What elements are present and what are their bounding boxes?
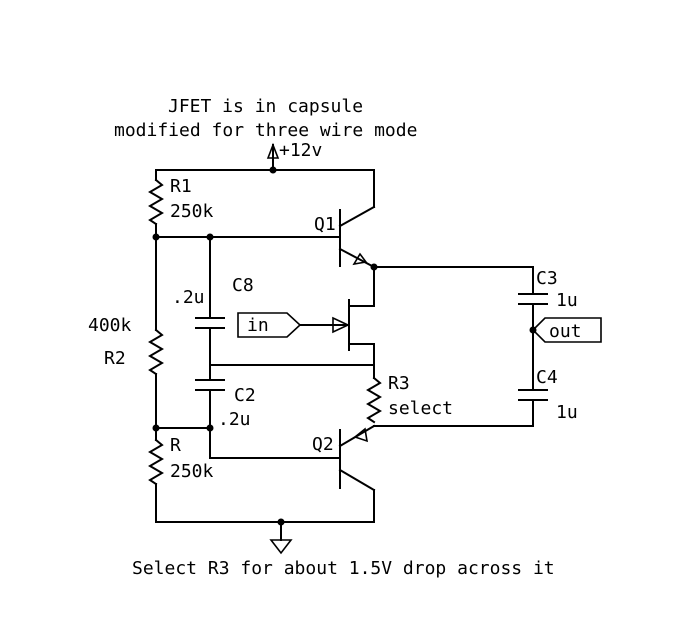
c2-value: .2u [218, 409, 251, 430]
c8-value: .2u [172, 287, 205, 308]
q2-label: Q2 [312, 434, 334, 455]
supply-label: +12v [279, 140, 322, 161]
ground-icon [269, 539, 293, 555]
c3-value: 1u [556, 290, 578, 311]
r1-name: R1 [170, 176, 192, 197]
q1-emitter-node [370, 263, 534, 307]
r-name: R [170, 435, 181, 456]
c4-name: C4 [536, 367, 558, 388]
resistor-r1 [148, 169, 164, 238]
top-rail [155, 166, 375, 208]
supply-symbol [266, 142, 280, 169]
input-port-label: in [247, 315, 269, 336]
c3-name: C3 [536, 268, 558, 289]
r-value: 250k [170, 461, 214, 482]
c4-value: 1u [556, 402, 578, 423]
q1-label: Q1 [314, 214, 336, 235]
r2-name: R2 [104, 348, 126, 369]
input-port [237, 312, 302, 338]
capacitor-c3 [518, 266, 548, 391]
resistor-r3 [366, 364, 382, 424]
transistor-q1 [338, 205, 376, 269]
selection-note: Select R3 for about 1.5V drop across it [132, 558, 555, 579]
output-port-label: out [549, 321, 582, 342]
resistor-r2 [148, 236, 164, 429]
r2-value: 400k [88, 315, 132, 336]
capacitor-c2 [195, 364, 225, 459]
title-line-1: JFET is in capsule [168, 96, 363, 117]
capacitor-c4 [518, 389, 548, 427]
r3-value: select [388, 398, 453, 419]
bottom-rail [155, 489, 375, 541]
r3-name: R3 [388, 373, 410, 394]
output-port [531, 317, 602, 343]
c8-name: C8 [232, 275, 254, 296]
capacitor-c8 [195, 236, 225, 366]
resistor-r [148, 427, 164, 523]
q1-base-wire [152, 233, 341, 241]
r1-value: 250k [170, 201, 214, 222]
transistor-q2 [338, 424, 376, 492]
c2-name: C2 [234, 385, 256, 406]
jfet [299, 299, 375, 366]
title-line-2: modified for three wire mode [114, 120, 417, 141]
